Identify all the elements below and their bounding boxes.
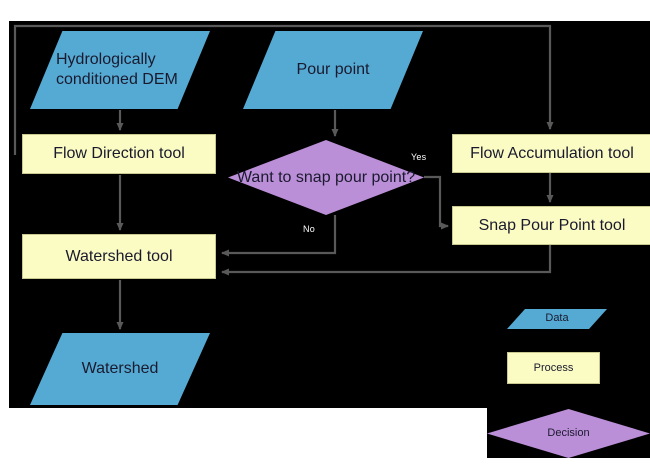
node-label: Watershed tool (65, 247, 173, 265)
legend-label: Data (545, 312, 569, 325)
node-label: Flow Accumulation tool (470, 144, 634, 162)
data-parallelogram-shape (507, 309, 607, 329)
legend-data-swatch: Data (507, 309, 607, 329)
legend-decision-swatch: Decision (487, 409, 650, 458)
node-decision-want-to-snap-pour-point[interactable]: Want to snap pour point? (228, 140, 424, 215)
node-label: Watershed (81, 360, 159, 378)
node-snap-pour-point-tool[interactable]: Snap Pour Point tool (452, 206, 650, 245)
node-label: Snap Pour Point tool (478, 216, 626, 234)
node-label: Want to snap pour point? (236, 168, 416, 186)
node-hydrologically-conditioned-dem[interactable]: Hydrologically conditioned DEM (30, 31, 210, 109)
edge-label-yes: Yes (411, 152, 427, 162)
node-watershed-tool[interactable]: Watershed tool (22, 234, 216, 279)
legend-process-swatch: Process (507, 352, 600, 384)
node-flow-direction-tool[interactable]: Flow Direction tool (22, 134, 216, 174)
legend-label: Process (533, 362, 574, 374)
node-label: Pour point (296, 61, 370, 79)
node-flow-accumulation-tool[interactable]: Flow Accumulation tool (452, 134, 650, 173)
legend-label: Decision (547, 426, 590, 439)
node-label: Flow Direction tool (53, 145, 185, 162)
data-parallelogram-shape (243, 31, 423, 109)
edge-label-no: No (303, 224, 315, 234)
data-parallelogram-shape (30, 31, 210, 109)
node-watershed[interactable]: Watershed (30, 333, 210, 405)
data-parallelogram-shape (30, 333, 210, 405)
node-pour-point[interactable]: Pour point (243, 31, 423, 109)
node-label: Hydrologically conditioned DEM (56, 51, 178, 88)
